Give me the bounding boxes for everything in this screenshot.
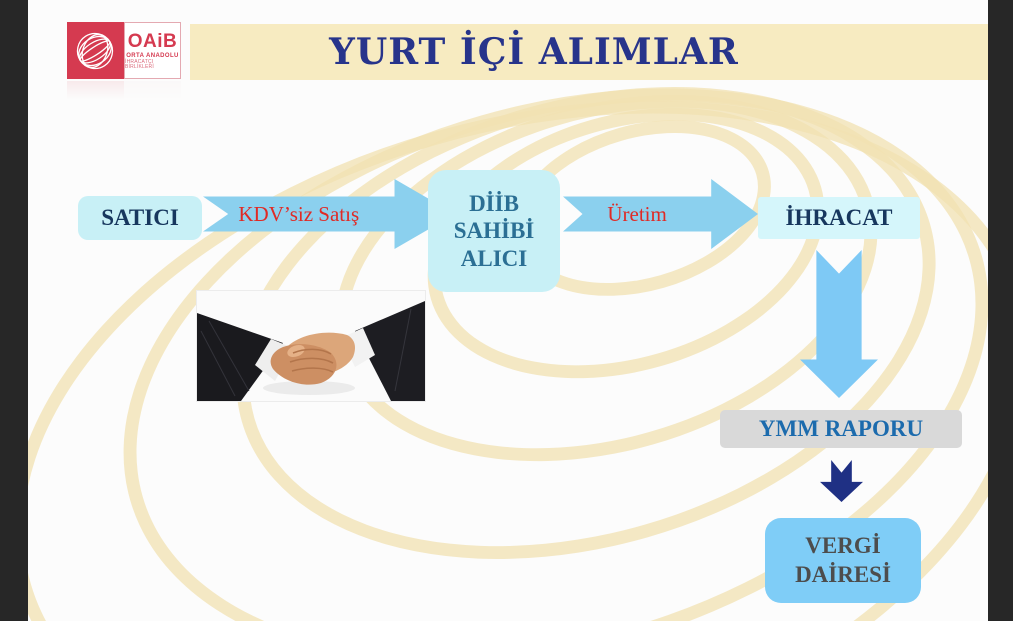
- buyer-line: DİİB: [469, 190, 519, 216]
- slide-canvas: OAiB ORTA ANADOLU İHRACATÇI BİRLİKLERİ Y…: [28, 0, 988, 621]
- arrow-uretim-label: Üretim: [607, 201, 667, 226]
- buyer-line: ALICI: [460, 245, 528, 271]
- node-diib-sahibi-alici: DİİB SAHİBİ ALICI: [428, 170, 560, 292]
- node-ymm-raporu: YMM RAPORU: [720, 410, 962, 448]
- handshake-image: [197, 291, 425, 401]
- logo-name-line2: İHRACATÇI BİRLİKLERİ: [125, 58, 154, 70]
- node-ihracat: İHRACAT: [758, 197, 920, 239]
- tax-office-line: DAİRESİ: [795, 561, 891, 587]
- tax-office-line: VERGİ: [805, 532, 881, 558]
- arrow-kdvsiz-satis-label: KDV’siz Satış: [238, 201, 360, 226]
- node-vergi-dairesi: VERGİ DAİRESİ: [765, 518, 921, 603]
- globe-icon: [67, 22, 124, 79]
- title-banner: YURT İÇİ ALIMLAR: [190, 24, 988, 80]
- buyer-line: SAHİBİ: [453, 218, 535, 244]
- logo-text-panel: OAiB ORTA ANADOLU İHRACATÇI BİRLİKLERİ: [124, 22, 181, 79]
- logo-name-line1: ORTA ANADOLU: [126, 52, 179, 59]
- node-satici: SATICI: [78, 196, 202, 240]
- logo-reflection: [67, 81, 181, 99]
- slide-title: YURT İÇİ ALIMLAR: [329, 31, 739, 73]
- oaib-logo: OAiB ORTA ANADOLU İHRACATÇI BİRLİKLERİ: [67, 22, 181, 79]
- logo-abbreviation: OAiB: [127, 30, 178, 52]
